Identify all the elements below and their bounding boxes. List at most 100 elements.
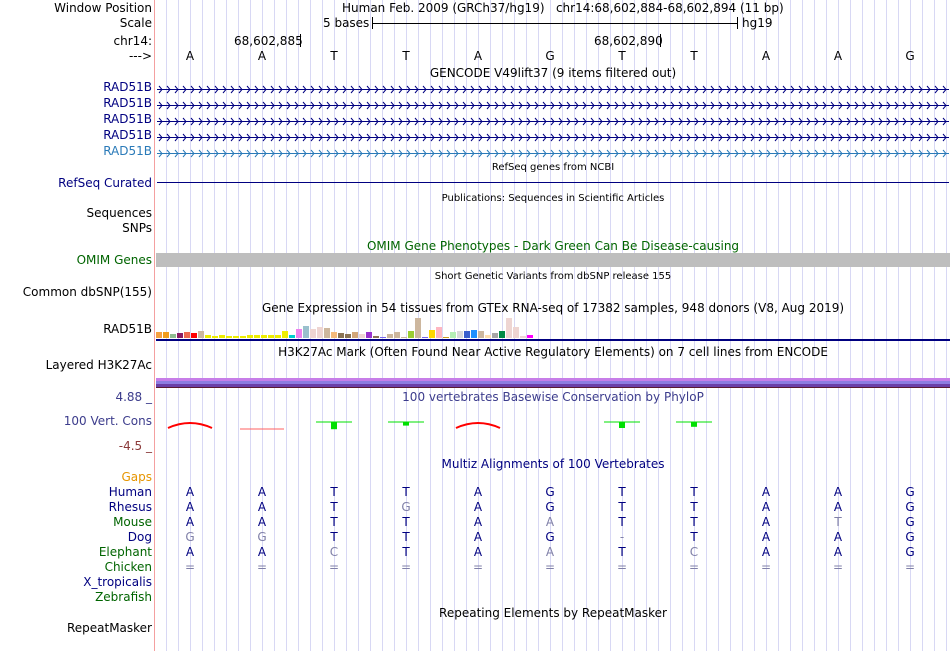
gtex-bar[interactable] (380, 337, 386, 338)
gtex-bar[interactable] (156, 332, 162, 338)
gtex-bar[interactable] (289, 334, 295, 338)
gtex-bar[interactable] (317, 327, 323, 338)
gtex-bar[interactable] (506, 318, 512, 338)
gene-label-rad51b[interactable]: RAD51B (103, 96, 152, 110)
gaps-label[interactable]: Gaps (121, 470, 152, 484)
gtex-bar[interactable] (282, 331, 288, 338)
gtex-bar[interactable] (268, 335, 274, 338)
gene-model[interactable] (157, 115, 949, 126)
species-label[interactable]: Zebrafish (95, 590, 152, 604)
gtex-bar[interactable] (352, 332, 358, 338)
gtex-bar[interactable] (457, 331, 463, 338)
species-label[interactable]: Human (108, 485, 152, 499)
gene-label-rad51b[interactable]: RAD51B (103, 144, 152, 158)
gene-model[interactable] (157, 147, 949, 158)
strand-label[interactable]: ---> (128, 49, 152, 63)
gtex-bar[interactable] (366, 332, 372, 338)
gtex-bar[interactable] (296, 329, 302, 338)
gtex-bar[interactable] (408, 331, 414, 338)
gtex-bar[interactable] (338, 332, 344, 338)
gtex-bar[interactable] (513, 327, 519, 338)
gtex-bar[interactable] (436, 327, 442, 338)
gtex-bar[interactable] (212, 336, 218, 338)
gtex-bar[interactable] (275, 335, 281, 338)
gtex-bar[interactable] (387, 334, 393, 338)
gtex-bar[interactable] (422, 336, 428, 338)
aligned-base: T (618, 515, 626, 529)
base-letter: T (690, 49, 698, 63)
gtex-bar[interactable] (394, 332, 400, 338)
species-label[interactable]: Mouse (113, 515, 152, 529)
gtex-bar[interactable] (527, 334, 533, 338)
gtex-bar[interactable] (499, 331, 505, 338)
gtex-bar[interactable] (359, 334, 365, 338)
gtex-bar[interactable] (401, 336, 407, 338)
species-label[interactable]: Chicken (104, 560, 152, 574)
gene-model[interactable] (157, 131, 949, 142)
gtex-bar[interactable] (324, 328, 330, 338)
gtex-gene-line (156, 339, 950, 341)
phylop-label[interactable]: 100 Vert. Cons (63, 414, 152, 428)
h3k27ac-label[interactable]: Layered H3K27Ac (45, 358, 152, 372)
gtex-bar[interactable] (184, 332, 190, 338)
gtex-bar[interactable] (310, 328, 316, 338)
aligned-base: = (544, 560, 556, 574)
gtex-bar[interactable] (303, 326, 309, 338)
gene-model[interactable] (157, 83, 949, 94)
dbsnp-label[interactable]: Common dbSNP(155) (22, 285, 152, 299)
gtex-bar[interactable] (373, 336, 379, 338)
repeatmasker-label[interactable]: RepeatMasker (66, 621, 152, 635)
gtex-bar[interactable] (163, 332, 169, 338)
gtex-bar[interactable] (443, 336, 449, 338)
aligned-base: G (905, 485, 915, 499)
gtex-bar[interactable] (485, 334, 491, 338)
gtex-bar[interactable] (464, 331, 470, 338)
aligned-base: T (618, 500, 626, 514)
gtex-bar[interactable] (471, 330, 477, 338)
gtex-label[interactable]: RAD51B (103, 322, 152, 336)
window-position[interactable]: Human Feb. 2009 (GRCh37/hg19) chr14:68,6… (342, 1, 784, 15)
aligned-base: G (905, 515, 915, 529)
gtex-bar[interactable] (219, 335, 225, 338)
position-tick-1: 68,602,885 (234, 34, 303, 48)
gtex-bar[interactable] (170, 334, 176, 338)
gene-label-rad51b[interactable]: RAD51B (103, 112, 152, 126)
gene-label-rad51b[interactable]: RAD51B (103, 128, 152, 142)
gtex-bar[interactable] (261, 335, 267, 338)
gtex-bar[interactable] (177, 332, 183, 338)
sequences-label[interactable]: Sequences (86, 206, 152, 220)
aligned-base: A (257, 515, 267, 529)
gtex-bar[interactable] (492, 332, 498, 338)
gtex-bar[interactable] (450, 332, 456, 338)
omim-label[interactable]: OMIM Genes (76, 253, 152, 267)
gtex-bar[interactable] (520, 336, 526, 338)
species-label[interactable]: Elephant (98, 545, 152, 559)
gtex-bar[interactable] (345, 334, 351, 338)
species-label[interactable]: Rhesus (108, 500, 152, 514)
base-letter: T (330, 49, 338, 63)
refseq-line[interactable] (157, 182, 949, 183)
gtex-bar[interactable] (247, 335, 253, 338)
species-label[interactable]: Dog (127, 530, 152, 544)
gtex-bar[interactable] (429, 330, 435, 338)
phylop-plot[interactable] (0, 410, 950, 440)
gene-model[interactable] (157, 99, 949, 110)
gtex-bar[interactable] (240, 336, 246, 338)
gtex-bar[interactable] (415, 318, 421, 338)
gene-label-rad51b[interactable]: RAD51B (103, 80, 152, 94)
gtex-bar[interactable] (254, 335, 260, 338)
refseq-label[interactable]: RefSeq Curated (58, 176, 152, 190)
gtex-bar[interactable] (191, 333, 197, 338)
gtex-bar[interactable] (198, 331, 204, 338)
gtex-bar[interactable] (233, 336, 239, 338)
gtex-bar[interactable] (478, 331, 484, 338)
gtex-bar[interactable] (331, 332, 337, 338)
species-label[interactable]: X_tropicalis (83, 575, 152, 589)
omim-bar[interactable] (156, 253, 950, 267)
phylop-title: 100 vertebrates Basewise Conservation by… (402, 390, 704, 404)
aligned-base: = (472, 560, 484, 574)
snps-label[interactable]: SNPs (122, 221, 152, 235)
gtex-bar[interactable] (205, 335, 211, 338)
gtex-bar[interactable] (226, 336, 232, 338)
aligned-base: A (833, 485, 843, 499)
